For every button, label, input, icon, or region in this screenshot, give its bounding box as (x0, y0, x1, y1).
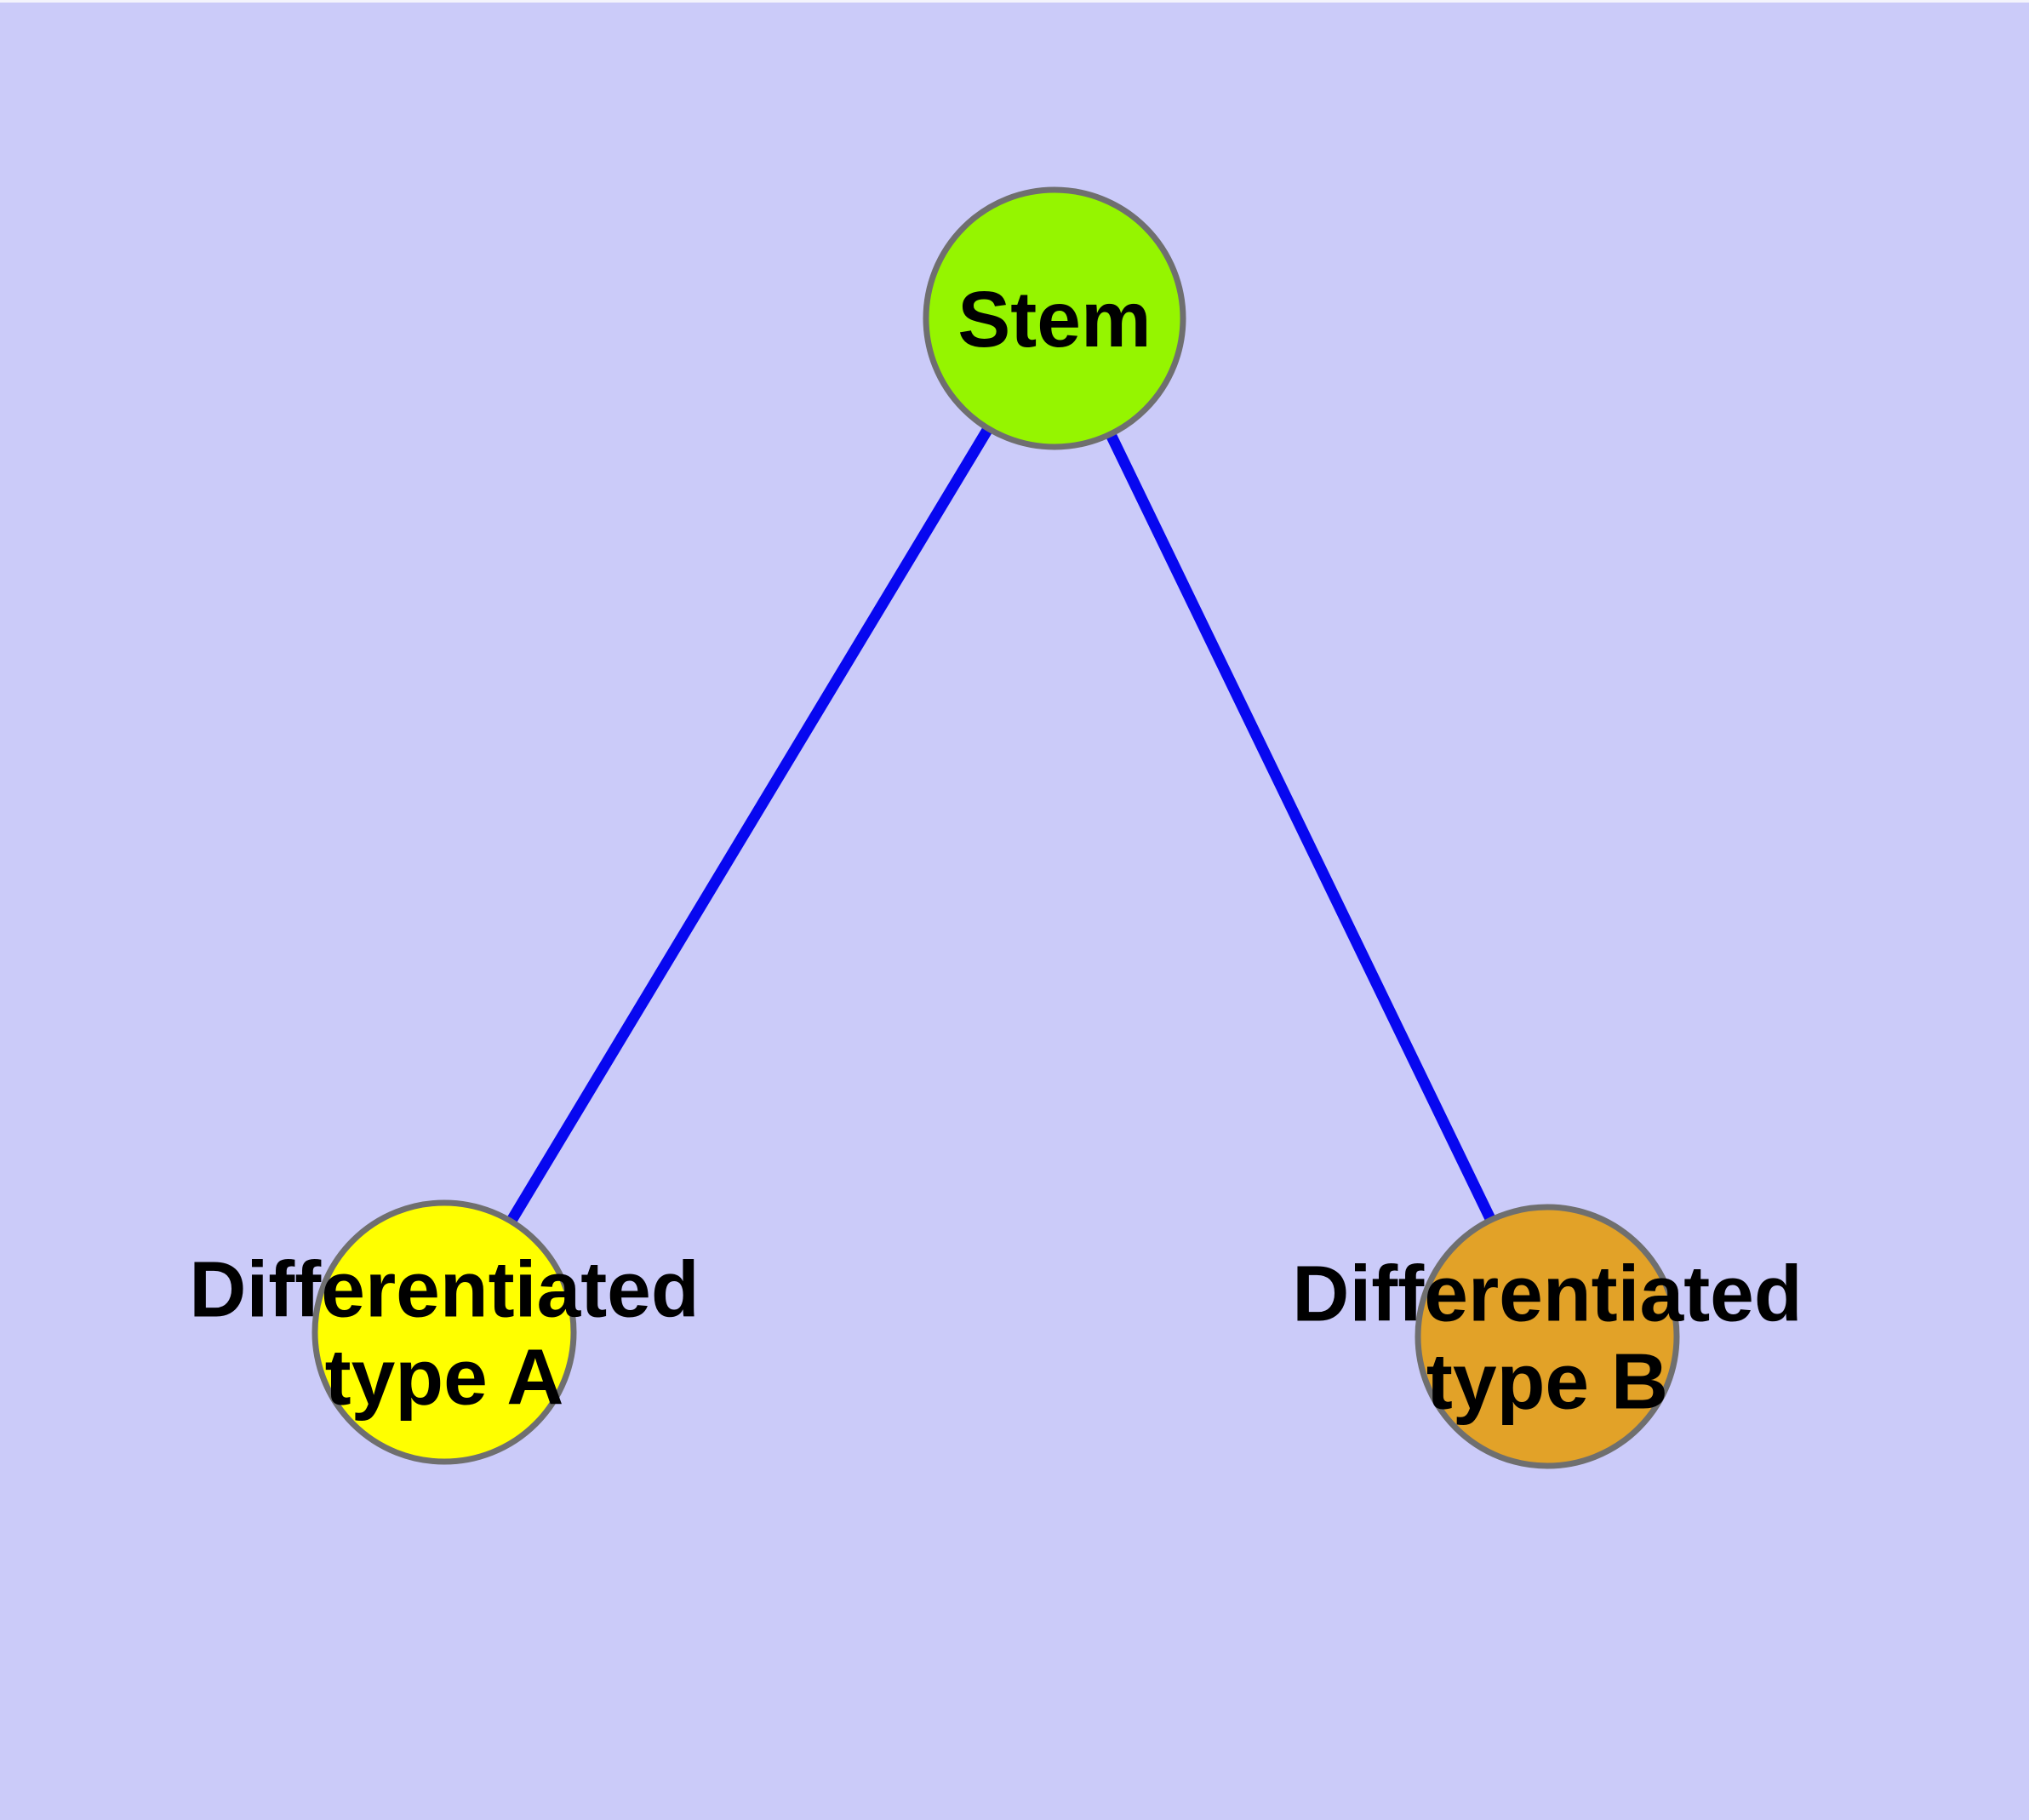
graph-node-stem (923, 186, 1186, 450)
node-label-diff_a-line1: Differentiated (189, 1245, 699, 1334)
node-label-diff_b-line2: type B (1426, 1337, 1668, 1426)
node-label-diff_a-line2: type A (325, 1333, 564, 1422)
graph-edge-stem-diff_b (1049, 316, 1552, 1339)
nodes-layer (311, 186, 1680, 1469)
edges-layer (439, 315, 1552, 1339)
node-label-stem-line1: Stem (957, 275, 1151, 363)
graph-node-diff_a (311, 1199, 577, 1465)
top-strip (0, 0, 2029, 3)
graph-edge-stem-diff_a (439, 315, 1060, 1336)
graph-node-diff_b (1415, 1204, 1680, 1469)
node-label-diff_b-line1: Differentiated (1292, 1250, 1802, 1338)
